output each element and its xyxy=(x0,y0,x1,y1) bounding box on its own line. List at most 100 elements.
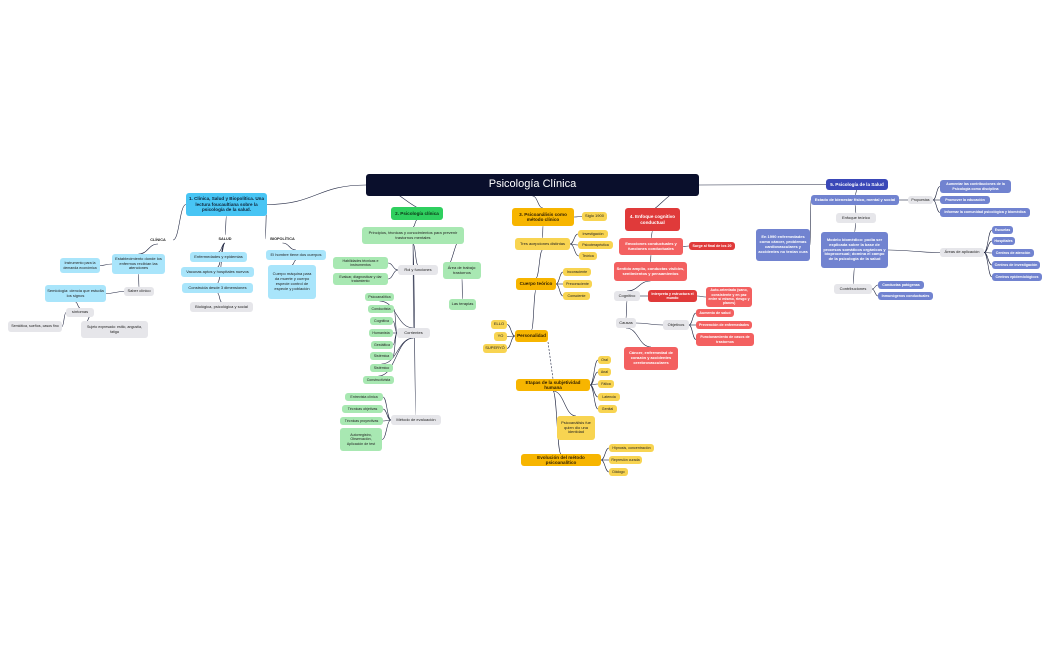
tres-item-3[interactable]: Teórica xyxy=(579,252,597,260)
evaluar-node[interactable]: Evaluar, diagnosticar y dar tratamiento xyxy=(333,273,388,285)
saber-clinico-node[interactable]: Saber clínico xyxy=(124,287,154,296)
cuerpo-item-1[interactable]: Inconsciente xyxy=(563,268,591,276)
enfermedades-node[interactable]: Enfermedades y epidemias xyxy=(190,252,247,262)
clinica-label[interactable]: CLÍNICA xyxy=(150,237,166,242)
estado-node[interactable]: Estado de bienestar físico, mental y soc… xyxy=(811,195,899,205)
connector-branch3-title-to-siglo-node xyxy=(573,216,583,218)
propuesta-2[interactable]: Promover la educación xyxy=(940,196,990,204)
evolucion-item-1[interactable]: Hipnosis, concentración xyxy=(609,444,654,452)
cuerpo-teorico-node[interactable]: Cuerpo teórico xyxy=(516,278,556,290)
propuesta-3[interactable]: Informar la comunidad psicológica y biom… xyxy=(940,208,1030,217)
propuestas-node[interactable]: Propuestas xyxy=(908,196,933,204)
area-5[interactable]: Centros epidemiológicos xyxy=(992,273,1042,281)
etapa-anal[interactable]: Anal xyxy=(598,368,611,376)
cuerpo-maquina-node[interactable]: Cuerpo máquina para da muerte y cuerpo e… xyxy=(268,265,316,299)
objetivo-2[interactable]: Prevención de enfermedades xyxy=(696,321,752,329)
yo-node[interactable]: YO xyxy=(494,332,507,341)
propuesta-1[interactable]: Aumentar las contribuciones de la Psicol… xyxy=(940,180,1011,193)
salud-label[interactable]: SALUD xyxy=(218,236,232,241)
personalidad-node[interactable]: Personalidad xyxy=(515,330,548,342)
corriente-2[interactable]: Conductista xyxy=(368,305,394,313)
branch2-title[interactable]: 2. Psicología clínica xyxy=(391,207,443,220)
corriente-4[interactable]: Humanista xyxy=(369,329,393,337)
area-1[interactable]: Escuelas xyxy=(992,226,1013,234)
corriente-5[interactable]: Gestáltica xyxy=(371,341,393,349)
etapa-falica[interactable]: Fálica xyxy=(598,380,614,388)
corriente-3[interactable]: Cognitiva xyxy=(370,317,393,325)
biopolitica-label[interactable]: BIOPOLÍTICA xyxy=(270,236,295,241)
area-node[interactable]: Área de trabajo: trastornos xyxy=(443,262,481,279)
contribuciones-node[interactable]: Contribuciones xyxy=(834,284,872,294)
evolucion-node[interactable]: Evolución del método psicoanalítico xyxy=(521,454,601,466)
rol-node[interactable]: Rol y funciones xyxy=(398,265,438,275)
area-2[interactable]: Hospitales xyxy=(992,237,1015,245)
area-4[interactable]: Centros de investigación xyxy=(992,261,1040,269)
construida-node[interactable]: Construida desde 3 dimensiones xyxy=(182,283,253,293)
sintomas-node[interactable]: síntomas xyxy=(66,308,94,317)
interpreta-node[interactable]: Interpreta y estructura el mundo xyxy=(648,290,697,302)
evolucion-item-2[interactable]: Represión curada xyxy=(609,456,642,464)
etapa-genital[interactable]: Genital xyxy=(598,405,617,413)
cuerpo-item-2[interactable]: Preconsciente xyxy=(563,280,592,288)
ello-node[interactable]: ELLO xyxy=(491,320,507,329)
sintomas-b-node[interactable]: Sujeto expresado: estilo, angustia, fati… xyxy=(81,321,148,338)
corrientes-node[interactable]: Corrientes xyxy=(397,328,430,338)
contribucion-1[interactable]: Conductas patógenas xyxy=(878,281,924,289)
terapias-node[interactable]: Las terapias xyxy=(449,299,476,310)
metodo-item-4[interactable]: Autorregistro, Observación, Aplicación d… xyxy=(340,428,382,451)
areas-aplicacion-node[interactable]: Áreas de aplicación xyxy=(940,248,984,257)
objetivos-node[interactable]: Objetivos xyxy=(663,320,689,330)
habilidades-node[interactable]: Habilidades técnicas e instrumentos xyxy=(333,257,388,269)
semiologia-node[interactable]: Semiología: ciencia que estudia los sign… xyxy=(45,285,106,302)
connector-etapas-node-to-etapa-falica xyxy=(589,383,599,386)
sintomas-a-node[interactable]: Semiótica, sueños, casos fino xyxy=(8,321,62,332)
hombre-node[interactable]: El hombre tiene dos cuerpos xyxy=(266,250,326,260)
area-3[interactable]: Centros de atención xyxy=(992,249,1034,257)
etapas-node[interactable]: Etapas de la subjetividad humana xyxy=(516,379,590,391)
en1990-node[interactable]: En 1990 enfermedades como cáncer, proble… xyxy=(756,229,810,261)
objetivo-1[interactable]: Aumento de salud xyxy=(696,309,734,317)
metodo-item-3[interactable]: Técnicas proyectivas xyxy=(340,417,383,425)
contribucion-2[interactable]: Inmunógenos conductuales xyxy=(878,292,933,300)
cancer-node[interactable]: Cáncer, enfermedad de corazón y accident… xyxy=(624,347,678,370)
surge-node[interactable]: Surge al final de los 20 xyxy=(689,242,735,250)
corriente-6[interactable]: Sistémica xyxy=(370,352,393,360)
modelo-biomedico-node[interactable]: Modelo biomédico: podía ser explicada so… xyxy=(821,232,888,268)
cuerpo-item-3[interactable]: Consciente xyxy=(563,292,590,300)
causas-node[interactable]: Causas xyxy=(616,318,636,328)
evolucion-item-3[interactable]: Diálogo xyxy=(609,468,628,476)
objetivo-3[interactable]: Funcionamiento de casos de trastornos xyxy=(696,333,754,346)
quien-node[interactable]: Psicoanálisis fue quien dio una identida… xyxy=(557,416,595,440)
etapa-latencia[interactable]: Latencia xyxy=(598,393,620,401)
biologica-node[interactable]: Biológica, psicológica y social xyxy=(190,302,253,312)
tres-node[interactable]: Tres acepciones distintas xyxy=(515,238,570,250)
establecimiento-node[interactable]: Establecimiento donde los enfermos recib… xyxy=(112,254,165,274)
vacunas-node[interactable]: Vacunas aptos y hospitales nuevos xyxy=(181,267,254,277)
branch4-title[interactable]: 4. Enfoque cognitivo conductual xyxy=(625,208,680,231)
corriente-7[interactable]: Sistémico xyxy=(370,364,393,372)
tres-item-2[interactable]: Psicoterapéutica xyxy=(578,241,613,249)
etapa-oral[interactable]: Oral xyxy=(598,356,611,364)
metodo-item-2[interactable]: Técnicas objetivas xyxy=(342,405,383,413)
corriente-8[interactable]: Constructivista xyxy=(363,376,394,384)
enfoque-teorico-node[interactable]: Enfoque teórico xyxy=(836,213,876,223)
metodo-item-1[interactable]: Entrevista clínica xyxy=(345,393,383,401)
instrumento-node[interactable]: Instrumento para la demanda económica xyxy=(60,258,100,273)
siglo-node[interactable]: Siglo 1900 xyxy=(582,212,607,221)
branch3-title[interactable]: 3. Psicoanálisis como método clínico xyxy=(512,208,574,226)
sentido-node[interactable]: Sentido amplio, conductas visibles, sent… xyxy=(614,262,687,281)
connector-establecimiento-node-to-saber-clinico-node xyxy=(138,273,140,288)
corriente-1[interactable]: Psicoanalítica xyxy=(365,293,394,301)
emociones-node[interactable]: Emociones conductuales y funciones condu… xyxy=(619,238,683,255)
principios-node[interactable]: Principios, técnicas y conocimientos par… xyxy=(362,227,464,244)
metodo-node[interactable]: Método de evaluación xyxy=(391,415,441,425)
root-topic[interactable]: Psicología Clínica xyxy=(366,174,699,196)
branch1-title[interactable]: 1. Clínica, Salud y Biopolítica. Una lec… xyxy=(186,193,267,216)
superyo-node[interactable]: SUPERYÓ xyxy=(483,344,507,353)
auto-orientado-node[interactable]: Auto-orientado (sano, consistente y en p… xyxy=(706,287,752,307)
tres-item-1[interactable]: Investigación xyxy=(578,230,608,238)
cognitivo-node[interactable]: Cognitivo xyxy=(614,291,640,301)
connector-personalidad-node-to-ello-node xyxy=(506,324,516,337)
branch5-title[interactable]: 5. Psicología de la Salud xyxy=(826,179,888,190)
